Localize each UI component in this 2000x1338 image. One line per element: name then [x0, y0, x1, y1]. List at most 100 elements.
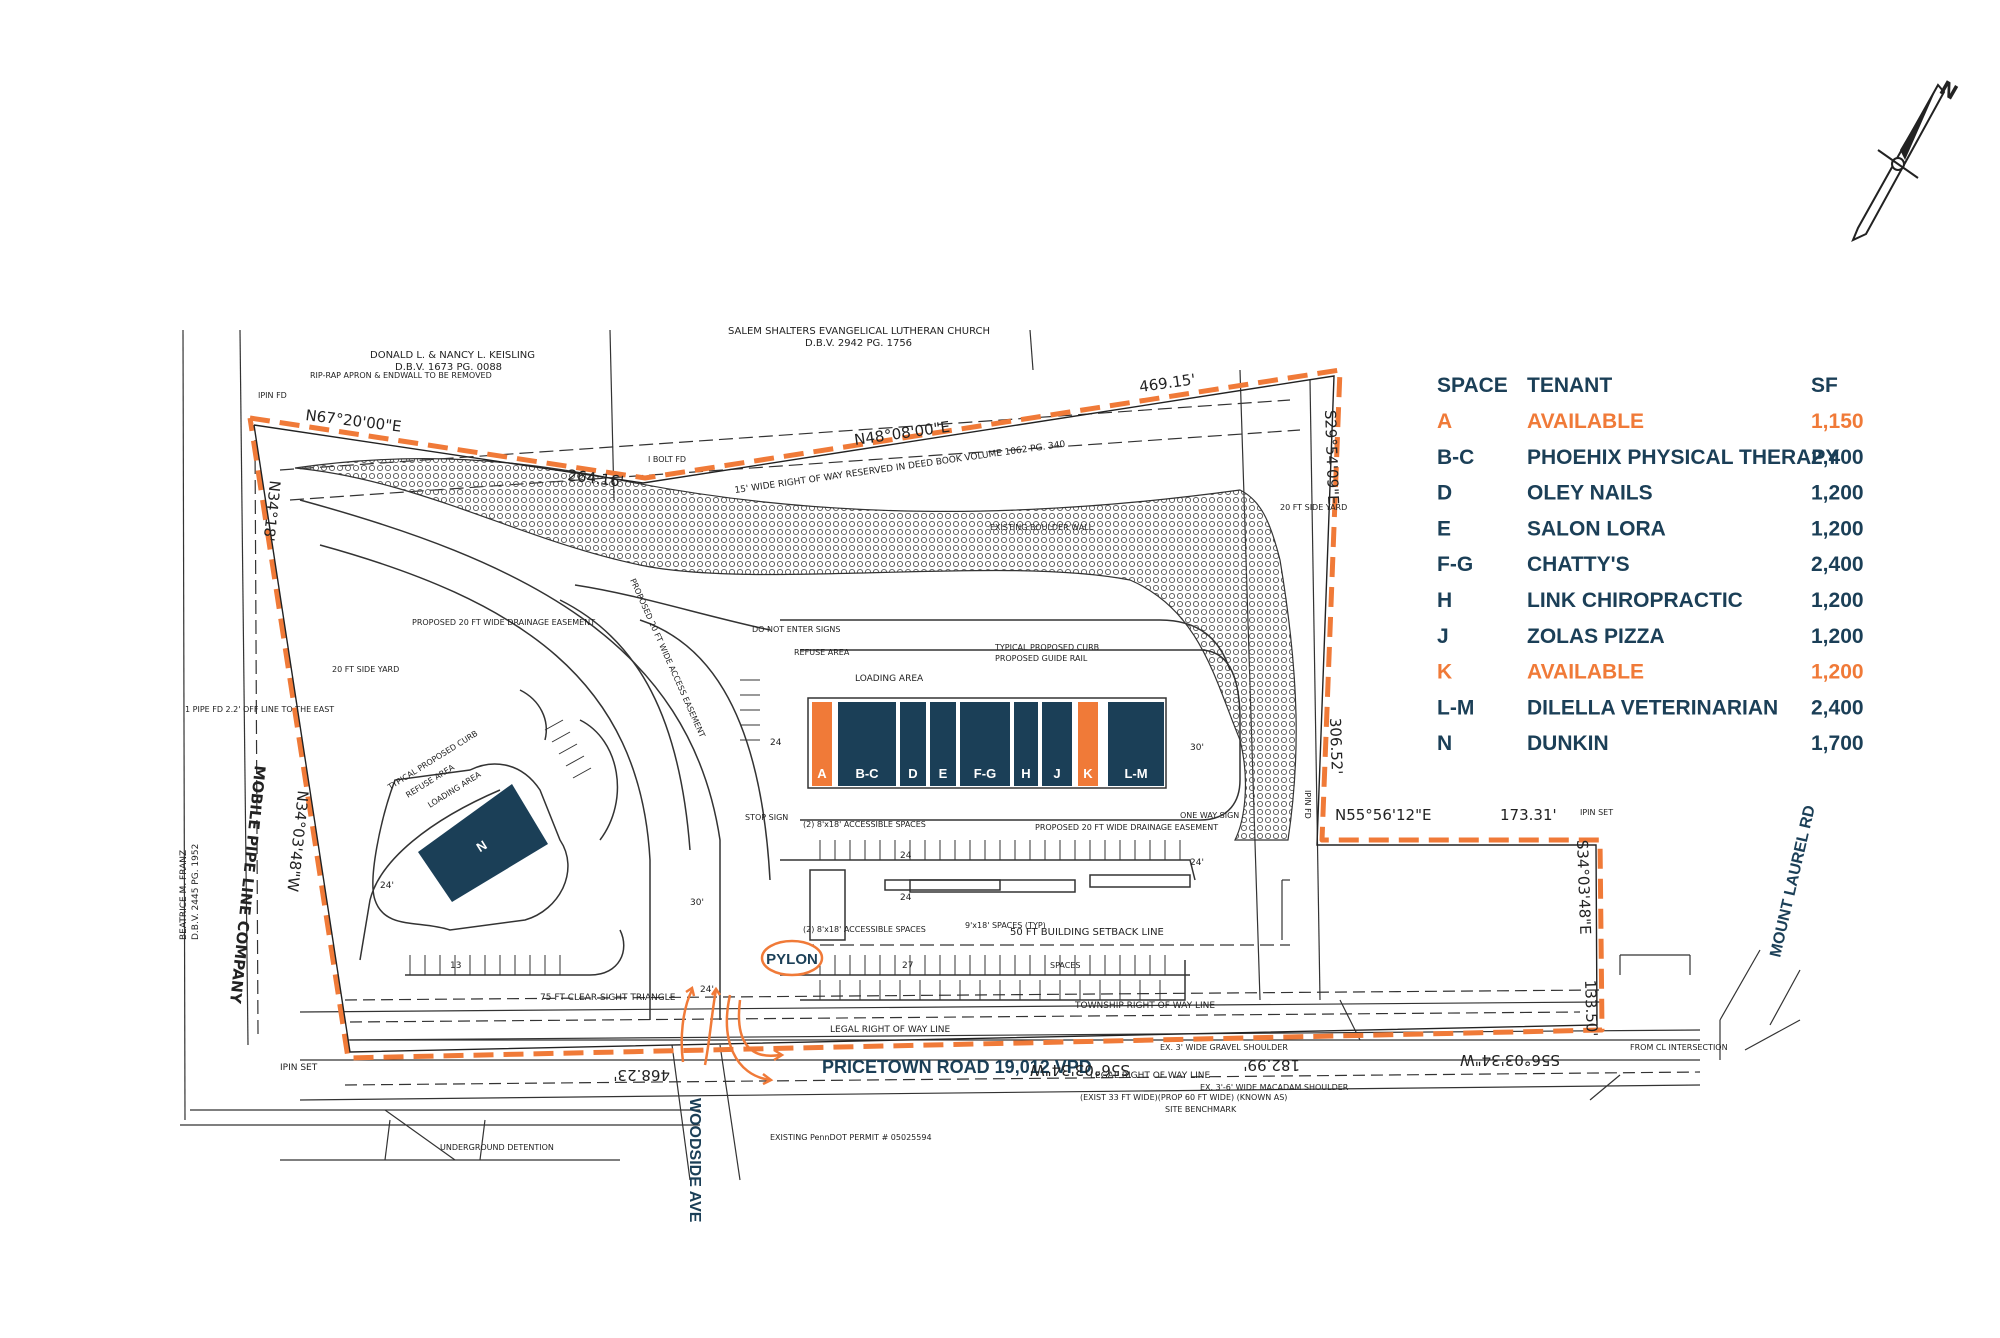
table-cell-space: N [1437, 732, 1452, 755]
owner-franz: BEATRICE M. FRANZ [179, 850, 189, 940]
unit-e[interactable] [930, 702, 956, 786]
main-building: A B-C D E F-G H J K L-M [807, 697, 1167, 789]
note-accessible-2: (2) 8'x18' ACCESSIBLE SPACES [803, 925, 926, 934]
pylon-sign[interactable]: PYLON [760, 939, 824, 977]
north-arrow-icon: N [1851, 76, 1962, 242]
note-stop-sign: STOP SIGN [745, 813, 788, 822]
distance-5: 133.50' [1581, 980, 1601, 1037]
table-cell-tenant: OLEY NAILS [1527, 482, 1653, 505]
survey-annotations: N67°20'00"E N48°08'00"E S29°54'09"E N55°… [260, 370, 1601, 1084]
boulder-wall [294, 458, 1297, 841]
table-cell-tenant: ZOLAS PIZZA [1527, 625, 1665, 648]
distance-6: 182.99' [1243, 1056, 1300, 1074]
note-ipin-set-2: IPIN SET [1580, 808, 1613, 817]
table-cell-sf: 1,700 [1811, 732, 1864, 755]
site-curbs [299, 499, 1241, 1020]
table-header-space: SPACE [1437, 374, 1508, 397]
adjoiner-labels: DONALD L. & NANCY L. KEISLING D.B.V. 167… [179, 326, 990, 1006]
stall-count-4: 13 [450, 961, 461, 971]
note-ipin-set: IPIN SET [280, 1063, 318, 1073]
table-cell-space: L-M [1437, 696, 1474, 719]
table-cell-sf: 1,200 [1811, 661, 1864, 684]
unit-label-h: H [1021, 766, 1030, 781]
owner-pipeline: MOBILE PIPE LINE COMPANY [226, 765, 269, 1006]
owner-church: SALEM SHALTERS EVANGELICAL LUTHERAN CHUR… [728, 326, 990, 337]
unit-label-a: A [817, 766, 827, 781]
distance-7: 468.23' [613, 1066, 670, 1084]
note-curb: TYPICAL PROPOSED CURB [994, 643, 1099, 652]
stall-count-5: 24 [770, 738, 782, 748]
note-township-row: TOWNSHIP RIGHT OF WAY LINE [1074, 1001, 1215, 1011]
table-cell-sf: 1,200 [1811, 625, 1864, 648]
note-setback: 50 FT BUILDING SETBACK LINE [1010, 927, 1164, 938]
bearing-7: S56°03'34"W [1030, 1061, 1130, 1079]
unit-n[interactable] [418, 784, 548, 902]
table-cell-tenant: DILELLA VETERINARIAN [1527, 696, 1778, 719]
distance-4: 173.31' [1500, 806, 1557, 824]
table-cell-sf: 2,400 [1811, 553, 1864, 576]
table-cell-tenant: CHATTY'S [1527, 553, 1630, 576]
note-spaces: SPACES [1050, 961, 1080, 970]
note-side-yard: 20 FT SIDE YARD [1280, 503, 1347, 512]
table-cell-tenant: AVAILABLE [1527, 661, 1644, 684]
stall-count-2: 24 [900, 893, 912, 903]
table-cell-space: E [1437, 517, 1451, 540]
dim-5: 24' [1190, 858, 1204, 868]
unit-l-m[interactable] [1108, 702, 1164, 786]
table-cell-space: J [1437, 625, 1449, 648]
note-legal-row: LEGAL RIGHT OF WAY LINE [830, 1025, 950, 1035]
note-road-width: (EXIST 33 FT WIDE)(PROP 60 FT WIDE) (KNO… [1080, 1093, 1287, 1102]
note-refuse: REFUSE AREA [794, 648, 850, 657]
note-loading-area: LOADING AREA [855, 674, 924, 684]
table-cell-sf: 2,400 [1811, 446, 1864, 469]
table-cell-sf: 2,400 [1811, 696, 1864, 719]
bearing-2: N48°08'00"E [853, 418, 951, 449]
stall-count-3: 27 [902, 961, 913, 971]
note-macadam: EX. 3'-6' WIDE MACADAM SHOULDER [1200, 1083, 1349, 1092]
unit-d[interactable] [900, 702, 926, 786]
dim-2: 24' [700, 985, 714, 995]
note-gravel: EX. 3' WIDE GRAVEL SHOULDER [1160, 1043, 1288, 1052]
owner-keisling-deed: D.B.V. 1673 PG. 0088 [395, 362, 502, 373]
unit-f-g[interactable] [960, 702, 1010, 786]
dim-4: 30' [690, 898, 704, 908]
note-do-not-enter: DO NOT ENTER SIGNS [752, 625, 841, 634]
table-header-sf: SF [1811, 374, 1838, 397]
table-cell-sf: 1,200 [1811, 589, 1864, 612]
note-row-easement: 15' WIDE RIGHT OF WAY RESERVED IN DEED B… [734, 440, 1066, 496]
note-existing-permit: EXISTING PennDOT PERMIT # 05025594 [770, 1133, 932, 1142]
owner-church-deed: D.B.V. 2942 PG. 1756 [805, 338, 912, 349]
table-cell-tenant: LINK CHIROPRACTIC [1527, 589, 1743, 612]
unit-b-c[interactable] [838, 702, 896, 786]
table-cell-sf: 1,150 [1811, 410, 1864, 433]
road-label-mount-laurel: MOUNT LAUREL RD [1767, 804, 1818, 959]
unit-label-b-c: B-C [855, 766, 879, 781]
unit-a[interactable] [812, 702, 832, 786]
unit-h[interactable] [1014, 702, 1038, 786]
table-cell-tenant: PHOEHIX PHYSICAL THERAPY [1527, 446, 1839, 469]
table-cell-tenant: SALON LORA [1527, 517, 1666, 540]
bearing-6: S56°03'34"W [1460, 1051, 1560, 1069]
owner-keisling: DONALD L. & NANCY L. KEISLING [370, 350, 535, 361]
distance-3: 306.52' [1326, 718, 1346, 775]
table-cell-space: B-C [1437, 446, 1474, 469]
table-cell-tenant: AVAILABLE [1527, 410, 1644, 433]
table-cell-space: H [1437, 589, 1452, 612]
note-from-cl: FROM CL INTERSECTION [1630, 1043, 1728, 1052]
unit-k[interactable] [1078, 702, 1098, 786]
road-label-pricetown: PRICETOWN ROAD 19,012 VPD [822, 1057, 1092, 1077]
note-guide-rail: PROPOSED GUIDE RAIL [995, 654, 1088, 663]
pylon-label: PYLON [766, 951, 818, 968]
note-accessible: (2) 8'x18' ACCESSIBLE SPACES [803, 820, 926, 829]
table-header-tenant: TENANT [1527, 374, 1612, 397]
bearing-9: N34°03'48"W [283, 790, 312, 893]
unit-label-d: D [908, 766, 917, 781]
entrance-arrows-icon [680, 985, 785, 1086]
bearing-4: N55°56'12"E [1335, 806, 1431, 824]
note-drainage-2: PROPOSED 20 FT WIDE DRAINAGE EASEMENT [1035, 823, 1218, 832]
unit-j[interactable] [1042, 702, 1072, 786]
note-spaces-typ: 9'x18' SPACES (TYP) [965, 921, 1046, 930]
note-side-yard-left: 20 FT SIDE YARD [332, 665, 399, 674]
